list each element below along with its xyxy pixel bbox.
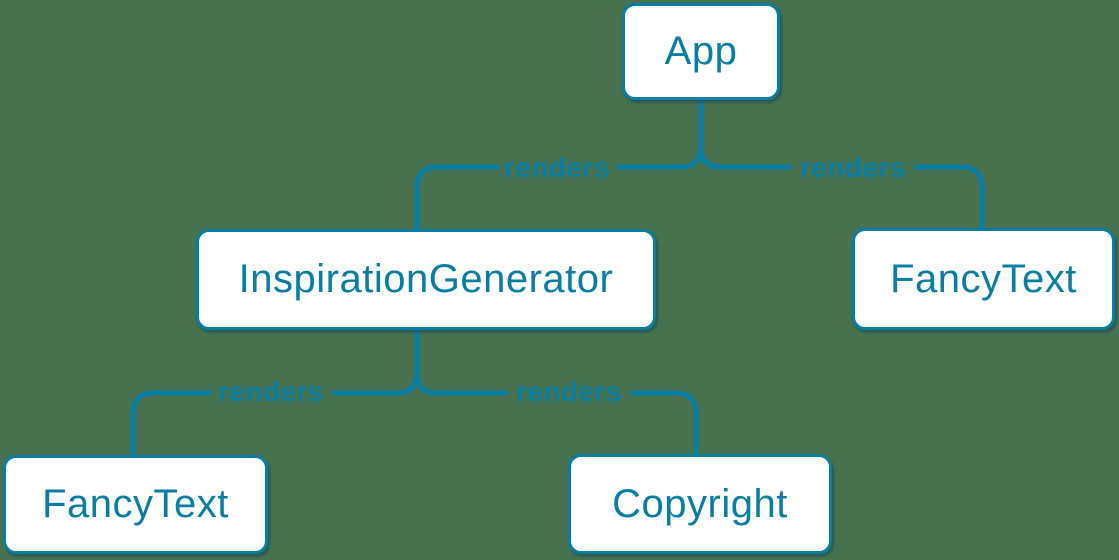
node-fancy-text-bottom: FancyText bbox=[3, 455, 268, 554]
node-fancy-text-top: FancyText bbox=[852, 228, 1115, 330]
edge-app-to-inspiration-left-flare bbox=[615, 144, 704, 170]
edge-inspiration-to-fancytext-left-flare bbox=[331, 370, 420, 396]
edge-label-renders-app-inspiration: renders bbox=[503, 152, 611, 183]
node-copyright: Copyright bbox=[568, 454, 832, 554]
edge-inspiration-to-copyright-elbow bbox=[630, 390, 699, 457]
node-copyright-label: Copyright bbox=[612, 481, 788, 526]
node-app: App bbox=[622, 3, 780, 100]
edge-label-renders-inspiration-fancytext: renders bbox=[217, 376, 325, 407]
edge-app-to-fancytext-right-flare bbox=[698, 144, 793, 170]
node-fancy-text-top-label: FancyText bbox=[890, 256, 1077, 301]
node-app-label: App bbox=[664, 29, 738, 73]
edge-app-to-inspiration-elbow bbox=[414, 164, 501, 232]
node-inspiration-generator-label: InspirationGenerator bbox=[238, 257, 614, 301]
edge-inspiration-to-fancytext-elbow bbox=[130, 390, 213, 458]
edge-inspiration-to-copyright-right-flare bbox=[414, 370, 509, 396]
edge-app-to-fancytext-elbow bbox=[913, 164, 985, 231]
edge-label-renders-app-fancytext: renders bbox=[799, 152, 907, 183]
node-fancy-text-bottom-label: FancyText bbox=[42, 482, 229, 526]
node-inspiration-generator: InspirationGenerator bbox=[196, 229, 656, 330]
edge-label-renders-inspiration-copyright: renders bbox=[515, 376, 623, 407]
